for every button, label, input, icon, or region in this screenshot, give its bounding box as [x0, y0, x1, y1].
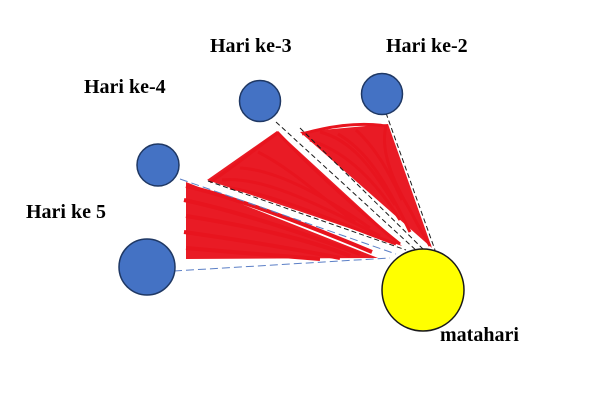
planets — [118, 72, 404, 296]
planet-day4 — [136, 143, 180, 187]
sector-day3-day4 — [207, 131, 402, 246]
dashed-line-day2-outer — [385, 112, 436, 251]
label-sun: matahari — [440, 324, 519, 346]
sector-scribble — [183, 184, 373, 261]
dashed-line-day5 — [173, 257, 391, 272]
planet-day2 — [360, 72, 404, 116]
label-day2: Hari ke-2 — [386, 35, 468, 57]
label-day4: Hari ke-4 — [84, 76, 166, 98]
dashed-line-day3-inner — [207, 180, 407, 251]
sun — [381, 248, 465, 332]
label-day3: Hari ke-3 — [210, 35, 292, 57]
radial-lines — [173, 112, 436, 272]
dashed-line-day2-inner — [299, 127, 425, 251]
dashed-line-day3-outer — [275, 121, 419, 253]
sector-day4-day5 — [183, 182, 378, 261]
label-day5: Hari ke 5 — [26, 201, 106, 223]
sector-scribble — [301, 122, 432, 247]
sector-scribble — [209, 131, 401, 246]
planet-day3 — [238, 79, 282, 123]
planet-day5 — [118, 238, 176, 296]
sector-day2-day3 — [300, 122, 432, 248]
labels: Hari ke-2 Hari ke-3 Hari ke-4 Hari ke 5 … — [26, 35, 519, 346]
dashed-line-day4 — [179, 178, 397, 255]
